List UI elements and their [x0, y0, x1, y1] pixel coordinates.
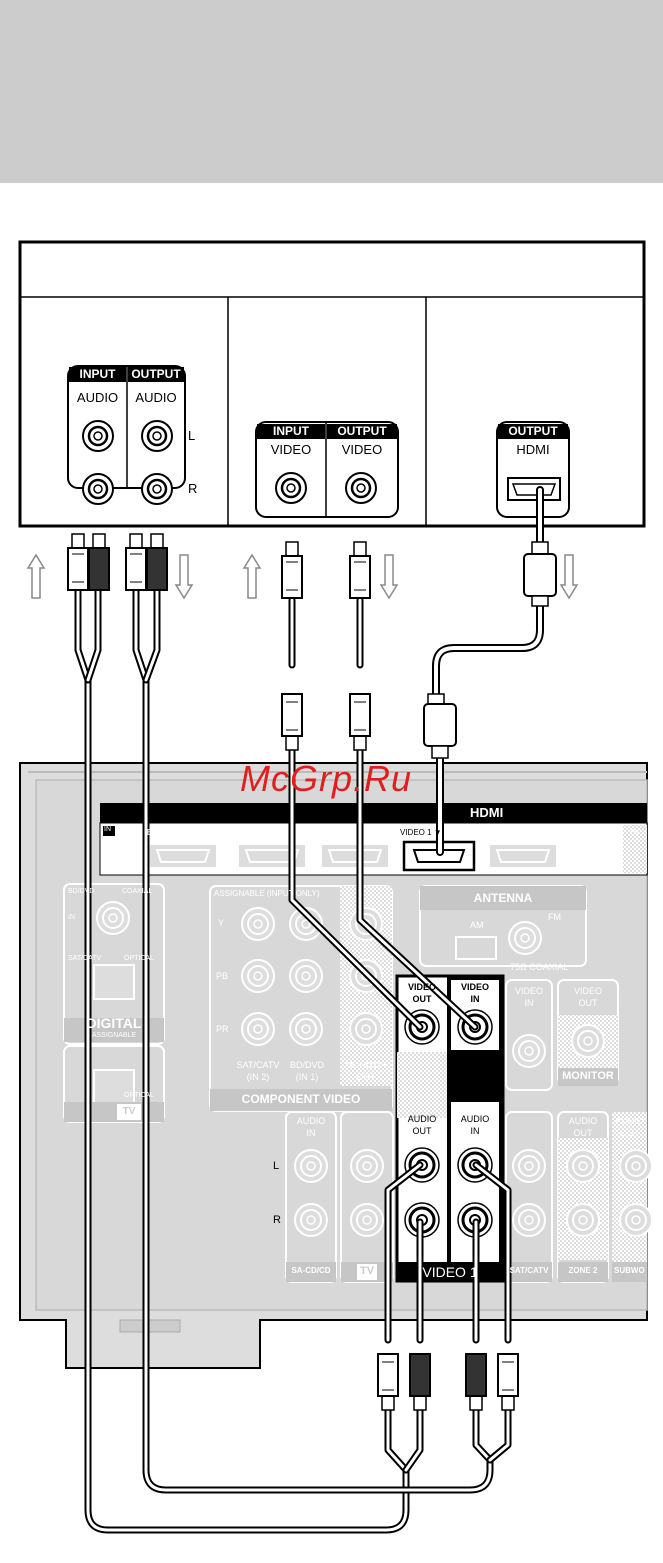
component-header: ASSIGNABLE (INPUT ONLY) [214, 889, 320, 898]
header-band [0, 0, 663, 183]
zone2-bot: OUT [573, 1128, 593, 1138]
component-col1: SAT/CATV [236, 1060, 280, 1070]
panel1-output-sub: AUDIO [135, 390, 177, 405]
panel1-output-header: OUTPUT [128, 367, 184, 382]
component-monitor: MONITOR [344, 1060, 388, 1070]
panel1-input-header: INPUT [69, 367, 126, 382]
cables [74, 486, 544, 1534]
audio-tv-label: TV [359, 1265, 375, 1277]
digital-coaxial: COAXIAL [122, 888, 153, 895]
hdmi-input-6-label: TV [629, 828, 640, 837]
panel2-output-header: OUTPUT [327, 424, 397, 439]
component-col2b: (IN 1) [295, 1072, 319, 1082]
hdmi-input-2-label: GAME ▼ [239, 828, 273, 837]
zone2-label: ZONE 2 [568, 1266, 598, 1275]
component-y: Y [218, 918, 225, 928]
audio-satcatv-label: SAT/CATV [509, 1266, 549, 1275]
audio-sacd-label: SA-CD/CD [291, 1266, 331, 1275]
digital-tv: TV [122, 1106, 136, 1117]
hdmi-in-icon: IN [104, 826, 111, 833]
audio-right-mark: R [273, 1214, 281, 1226]
digital-bddvd: BD/DVD [68, 888, 95, 895]
component-monitor-b: OUT [356, 1072, 376, 1082]
component-col1b: (IN 2) [246, 1072, 270, 1082]
digital-in: IN [68, 914, 75, 921]
audio-in-top: AUDIO [296, 1116, 326, 1126]
digital-sat: SAT/CATV [68, 955, 102, 962]
digital-tv-optical: OPTICAL [124, 1092, 154, 1099]
component-pb: PB [216, 971, 229, 981]
video1-audio-out-bot: OUT [412, 1126, 432, 1136]
sub-bot: OUT [620, 1128, 639, 1138]
hdmi-input-3-label: SAT/CATV ▼ [308, 828, 357, 837]
antenna-title: ANTENNA [473, 891, 533, 905]
hdmi-plugs [423, 541, 557, 759]
signal-arrows [26, 553, 579, 600]
video1-in-top: VIDEO [460, 982, 489, 992]
hdmi-input-1-label: BD/DVD ▼(for AUDIO) [147, 828, 230, 837]
panel1-right-mark: R [188, 481, 198, 496]
zone2-top: AUDIO [568, 1116, 598, 1126]
digital-assignable: ASSIGNABLE [91, 1032, 137, 1039]
receiver-rear-panel [19, 762, 653, 1369]
watermark: McGrp.Ru [240, 758, 413, 799]
antenna-coax: 75Ω COAXIAL [510, 962, 569, 972]
audio-in-bot: IN [306, 1128, 316, 1138]
video1-label: VIDEO 1 [422, 1264, 478, 1280]
panel2-input-header: INPUT [257, 424, 325, 439]
audio-left-mark: L [273, 1160, 280, 1172]
video1-in-bot: IN [470, 994, 480, 1004]
sub-top: AUDIO [615, 1116, 644, 1126]
monitor-video-label: MONITOR [562, 1070, 614, 1082]
rca-plugs-receiver [377, 1353, 519, 1411]
video1-audio-in-bot: IN [470, 1126, 480, 1136]
video1-audio-out-top: AUDIO [407, 1114, 437, 1124]
panel1-input-sub: AUDIO [76, 390, 119, 405]
component-col2: BD/DVD [289, 1060, 324, 1070]
hdmi-title: HDMI [470, 805, 504, 820]
video-in-extra-top: VIDEO [514, 986, 543, 996]
panel3-output-sub: HDMI [516, 442, 550, 457]
hdmi-input-5-label: VIDEO 2 ▼ [484, 828, 526, 837]
antenna-am: AM [470, 920, 484, 930]
hdmi-input-video1-label: VIDEO 1 ▼ [400, 828, 442, 837]
digital-optical: OPTICAL [124, 955, 154, 962]
digital-label: DIGITAL [86, 1015, 142, 1031]
video1-audio-in-top: AUDIO [460, 1114, 490, 1124]
panel2-output-sub: VIDEO [341, 442, 383, 457]
monitor-video-bot: OUT [578, 998, 598, 1008]
video1-out-top: VIDEO [407, 982, 436, 992]
monitor-video-top: VIDEO [573, 986, 602, 996]
subwoofer-label: SUBWO [614, 1266, 645, 1275]
panel3-output-header: OUTPUT [498, 424, 568, 439]
panel2-input-sub: VIDEO [270, 442, 312, 457]
panel1-left-mark: L [188, 428, 196, 443]
video-in-extra-bot: IN [524, 998, 534, 1008]
component-footer: COMPONENT VIDEO [241, 1092, 361, 1106]
component-pr: PR [216, 1024, 229, 1034]
video1-out-bot: OUT [412, 994, 432, 1004]
antenna-fm: FM [548, 912, 561, 922]
rca-plugs-device [67, 533, 371, 751]
